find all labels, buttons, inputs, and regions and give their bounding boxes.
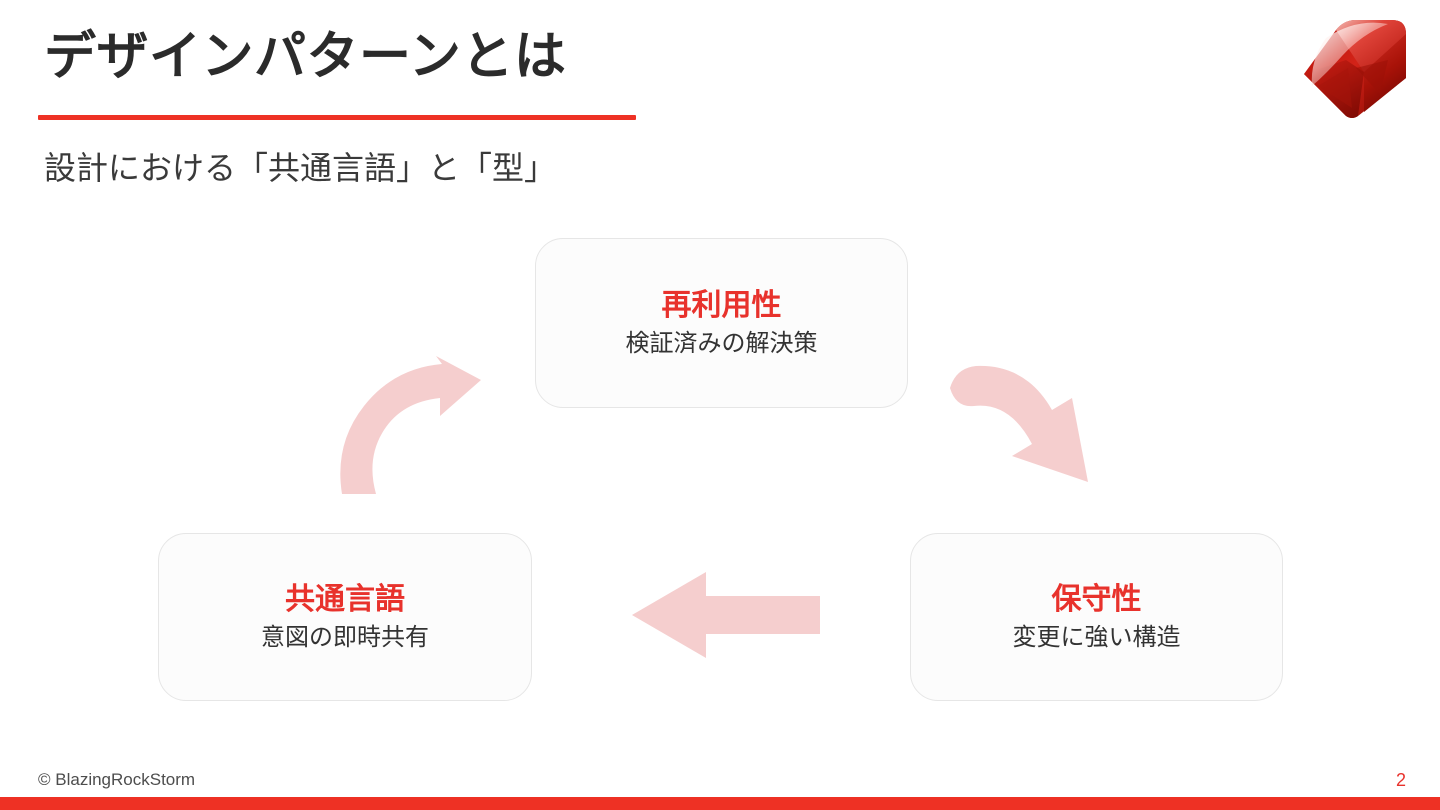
- cycle-card-description: 意図の即時共有: [261, 624, 429, 652]
- page-title: デザインパターンとは: [44, 28, 567, 86]
- cycle-card-description: 変更に強い構造: [1012, 624, 1181, 652]
- arrow-common-language-to-reuse-icon: [340, 356, 481, 494]
- cycle-card-title: 共通言語: [285, 582, 405, 616]
- page-subtitle: 設計における「共通言語」と「型」: [44, 150, 557, 186]
- cycle-card-title: 保守性: [1051, 582, 1142, 616]
- arrow-reuse-to-maintainability-icon: [950, 365, 1088, 482]
- cycle-card-reuse[interactable]: 再利用性 検証済みの解決策: [535, 238, 908, 408]
- cycle-card-title: 再利用性: [661, 288, 782, 322]
- footer-page-number: 2: [1395, 770, 1406, 790]
- ruby-gem-icon: [1304, 20, 1406, 118]
- cycle-card-common-language[interactable]: 共通言語 意図の即時共有: [158, 533, 532, 701]
- title-underline-rule: [38, 115, 636, 120]
- footer-copyright: © BlazingRockStorm: [38, 770, 196, 789]
- cycle-card-description: 検証済みの解決策: [625, 330, 818, 358]
- arrow-maintainability-to-common-language-icon: [632, 572, 820, 658]
- cycle-card-maintainability[interactable]: 保守性 変更に強い構造: [910, 533, 1283, 701]
- footer-accent-bar: [0, 797, 1440, 810]
